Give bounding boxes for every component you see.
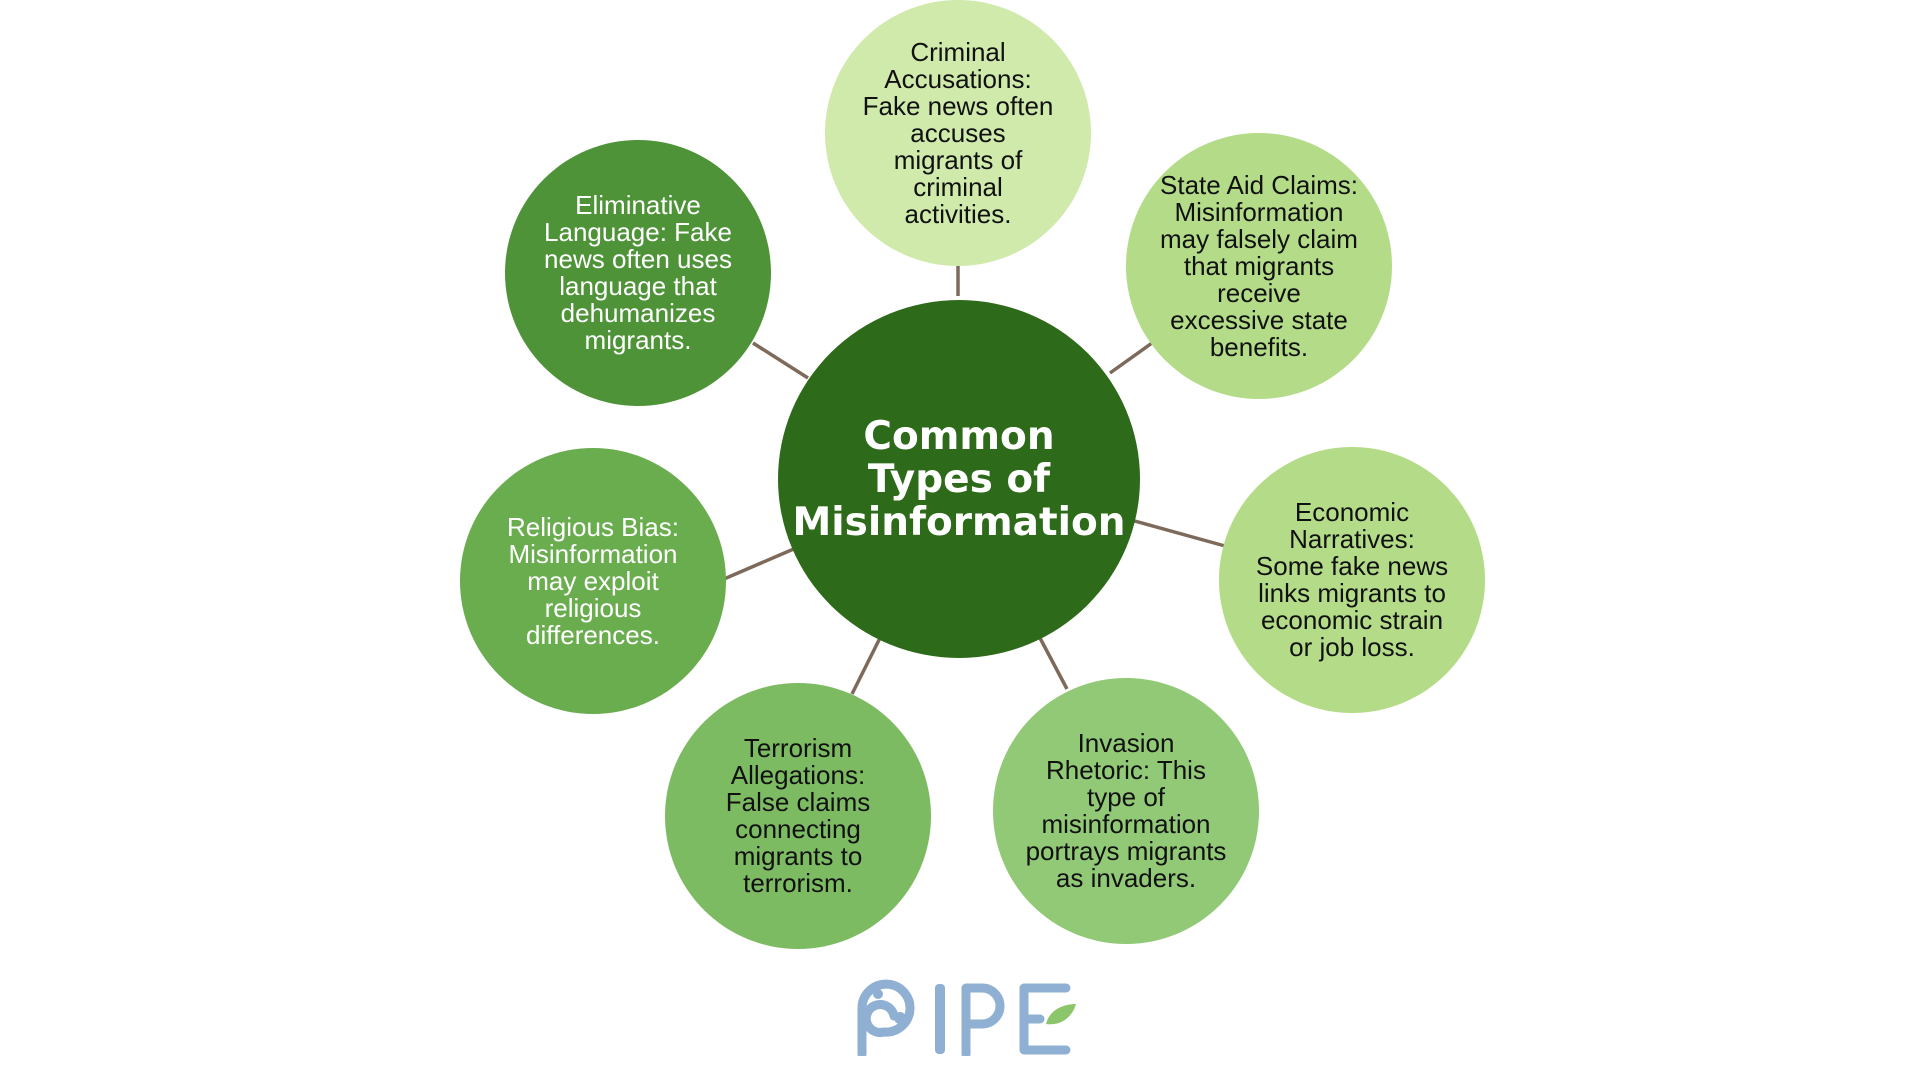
node-religious-bias-label: Religious Bias: Misinformation may explo… — [507, 511, 679, 650]
node-eliminative-language-label: Eliminative Language: Fake news often us… — [544, 190, 732, 355]
node-state-aid-claims-label: State Aid Claims: Misinformation may fal… — [1160, 169, 1358, 362]
leaf-icon — [1046, 1004, 1076, 1025]
node-economic-narratives: Economic Narratives: Some fake news link… — [1219, 447, 1485, 713]
center-node: Common Types of Misinformation — [778, 300, 1140, 658]
node-economic-narratives-label: Economic Narratives: Some fake news link… — [1255, 497, 1449, 662]
logo-letter-p1 — [857, 979, 915, 1056]
connector-invasion-rhetoric — [1038, 637, 1069, 690]
node-terrorism-allegations: Terrorism Allegations: False claims conn… — [665, 683, 931, 949]
pipe-logo — [857, 979, 1076, 1056]
node-criminal-accusations-label: Criminal Accusations: Fake news often ac… — [862, 36, 1054, 229]
node-terrorism-allegations-label: Terrorism Allegations: False claims conn… — [725, 733, 871, 898]
node-invasion-rhetoric: Invasion Rhetoric: This type of misinfor… — [993, 678, 1259, 944]
center-node-label: Common Types of Misinformation — [792, 413, 1126, 545]
node-invasion-rhetoric-label: Invasion Rhetoric: This type of misinfor… — [1025, 728, 1227, 893]
connector-eliminative-language — [752, 341, 809, 380]
connector-terrorism-allegations — [850, 637, 882, 695]
connector-religious-bias — [723, 546, 797, 581]
connector-economic-narratives — [1130, 518, 1226, 548]
connector-state-aid-claims — [1108, 341, 1154, 375]
logo-dot-inner — [894, 1012, 906, 1024]
logo-letter-e — [1019, 983, 1071, 1055]
node-state-aid-claims: State Aid Claims: Misinformation may fal… — [1126, 133, 1392, 399]
node-criminal-accusations: Criminal Accusations: Fake news often ac… — [825, 0, 1091, 266]
logo-letter-i — [935, 984, 945, 1054]
node-religious-bias: Religious Bias: Misinformation may explo… — [460, 448, 726, 714]
logo-letter-p2 — [961, 983, 1005, 1056]
logo-dot — [873, 989, 883, 999]
node-eliminative-language: Eliminative Language: Fake news often us… — [505, 140, 771, 406]
